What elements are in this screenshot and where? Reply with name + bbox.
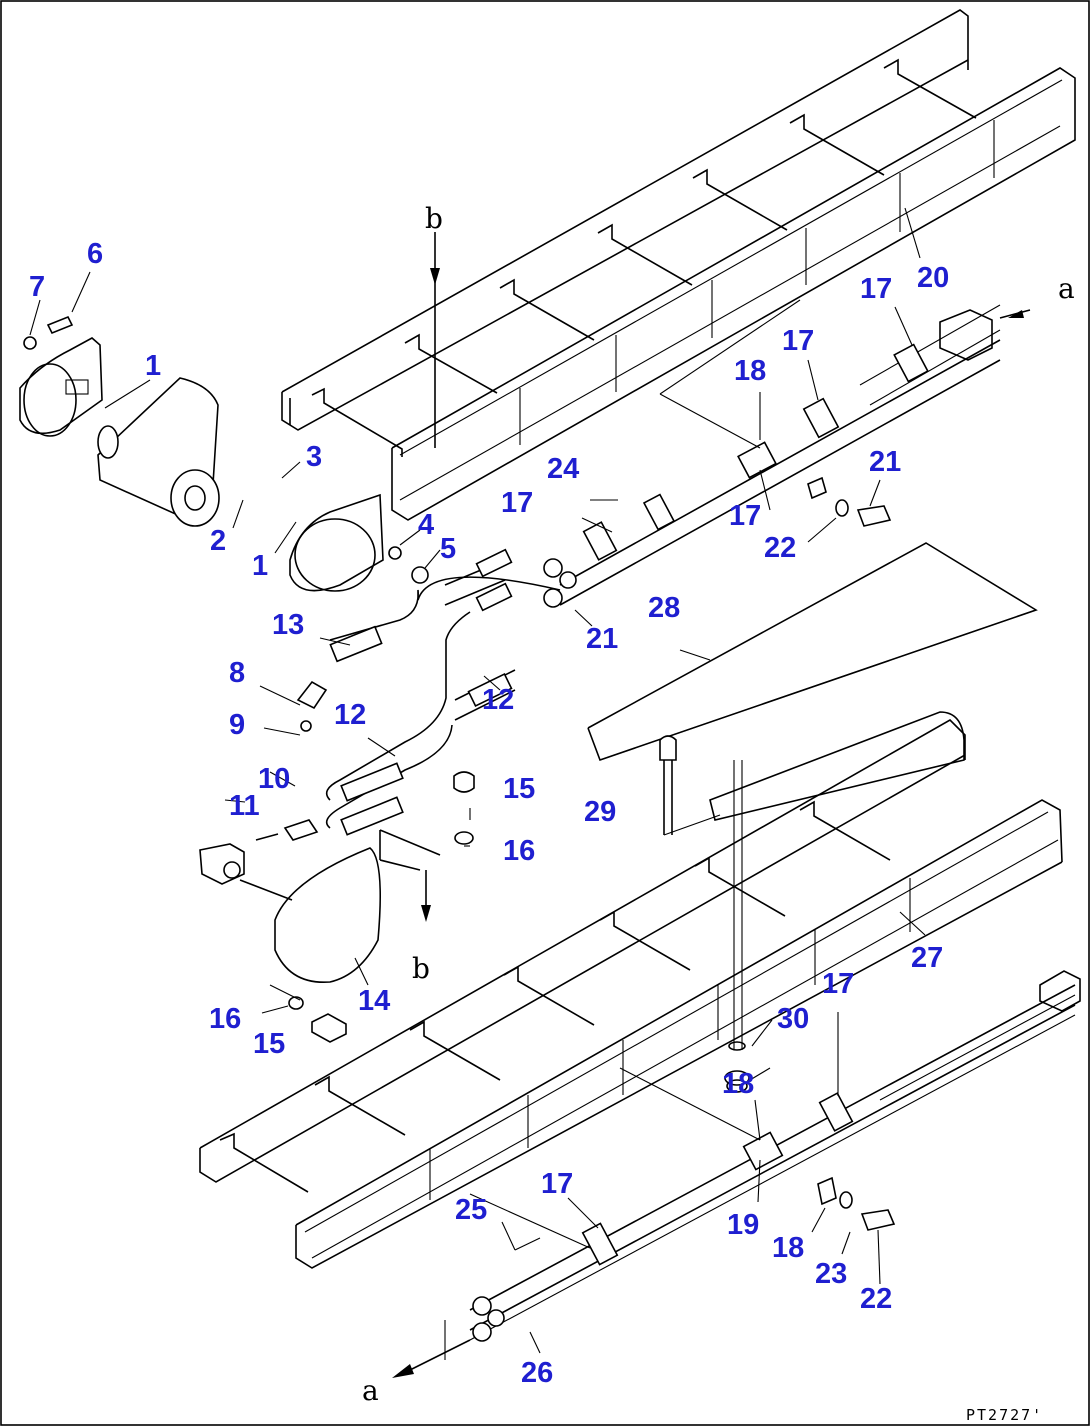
label-part-5: 5	[440, 533, 456, 565]
label-part-15: 15	[253, 1028, 285, 1060]
label-part-24: 25	[455, 1194, 487, 1226]
label-part-15: 15	[503, 773, 535, 805]
label-part-10: 10	[258, 763, 290, 795]
label-part-26: 27	[911, 942, 943, 974]
leader-lines-mid	[224, 207, 921, 847]
plug-caps-mid	[453, 771, 475, 845]
leader-lines-lower	[469, 1012, 881, 1354]
label-part-17: 18	[772, 1232, 804, 1264]
label-part-21: 21	[869, 446, 901, 478]
label-part-17: 17	[729, 500, 761, 532]
label-part-21: 22	[860, 1283, 892, 1315]
label-part-23: 24	[547, 453, 579, 485]
label-part-28: 29	[584, 796, 616, 828]
label-part-2: 2	[210, 525, 226, 557]
label-part-17: 17	[541, 1168, 573, 1200]
ref-letter-b-top: b	[425, 202, 443, 235]
right-bearing-plate	[289, 493, 429, 592]
trough-plate	[587, 542, 1038, 1093]
label-part-19: 20	[917, 262, 949, 294]
drawing-code: PT2727'	[966, 1406, 1043, 1424]
lower-hydraulic-pipes	[392, 970, 1081, 1378]
label-part-1: 1	[252, 550, 268, 582]
label-part-3: 3	[306, 441, 322, 473]
label-part-22: 22	[764, 532, 796, 564]
label-part-17: 17	[782, 325, 814, 357]
label-part-17: 17	[501, 487, 533, 519]
label-part-18: 19	[727, 1209, 759, 1241]
label-part-9: 9	[229, 709, 245, 741]
label-part-29: 30	[777, 1003, 809, 1035]
label-part-16: 16	[209, 1003, 241, 1035]
label-part-13: 13	[272, 609, 304, 641]
label-part-12: 12	[334, 699, 366, 731]
ref-arrow-b-top	[430, 232, 440, 448]
leader-lines-top	[29, 271, 441, 569]
label-part-27: 28	[648, 592, 680, 624]
label-part-12: 12	[482, 684, 514, 716]
label-part-6: 6	[87, 238, 103, 270]
head-pulley-drum	[97, 377, 220, 527]
ref-letter-a-top: a	[1058, 272, 1075, 305]
upper-conveyor-frame	[281, 9, 1076, 521]
flexible-hoses	[199, 548, 561, 885]
upper-hydraulic-pipes	[543, 304, 1031, 608]
reference-letters: b b a a	[362, 202, 1075, 1407]
part-number-labels: 1 1 2 3 4 5 6 7 8 9 10 11 12 12 13 14 15…	[29, 238, 949, 1389]
plug-caps-lower	[261, 984, 347, 1043]
label-part-25: 26	[521, 1357, 553, 1389]
ref-letter-b-bottom: b	[412, 952, 430, 985]
label-part-16: 16	[503, 835, 535, 867]
label-part-22: 23	[815, 1258, 847, 1290]
left-bearing-plate	[19, 315, 103, 437]
ref-letter-a-bottom: a	[362, 1374, 379, 1407]
label-part-20: 21	[586, 623, 618, 655]
label-part-17: 17	[822, 968, 854, 1000]
label-part-4: 4	[418, 509, 434, 541]
label-part-1: 1	[145, 350, 161, 382]
label-part-7: 7	[29, 271, 45, 303]
label-part-14: 14	[358, 985, 390, 1017]
label-part-8: 8	[229, 657, 245, 689]
label-part-18: 18	[722, 1068, 754, 1100]
label-part-18: 18	[734, 355, 766, 387]
lower-conveyor-frame	[199, 711, 1063, 1269]
drum-cover	[239, 829, 441, 986]
label-part-11: 11	[229, 790, 260, 822]
label-part-17: 17	[860, 273, 892, 305]
